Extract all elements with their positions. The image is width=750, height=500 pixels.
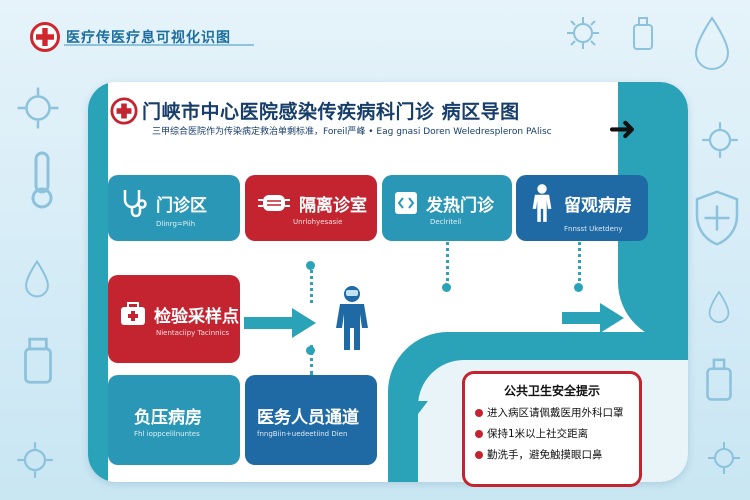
- connector-line: [310, 265, 313, 303]
- teal-border: [88, 82, 108, 482]
- virus-icon: [17, 442, 53, 478]
- zone-staff-passage[interactable]: 医务人员通道 fnngBiin+uedeetiind Dien: [245, 375, 377, 465]
- safety-item: 进入病区请佩戴医用外科口罩: [475, 405, 629, 420]
- code-brackets-icon: [395, 192, 417, 214]
- virus-icon: [17, 87, 59, 129]
- safety-item-text: 进入病区请佩戴医用外科口罩: [487, 407, 624, 419]
- zone-label: 发热门诊: [426, 195, 494, 216]
- zone-fever-clinic[interactable]: 发热门诊 Declriteil: [382, 175, 512, 241]
- safety-title: 公共卫生安全提示: [503, 384, 600, 398]
- virus-icon: [567, 17, 599, 49]
- connector-dot: [306, 346, 315, 355]
- hospital-logo-icon: [110, 97, 138, 125]
- bullet-icon: [475, 429, 483, 438]
- zone-sublabel: Fnnsst Uketdeny: [564, 225, 623, 233]
- connector-line: [578, 242, 581, 287]
- zone-lab-sampling[interactable]: 检验采样点 Nientaciipy Tacinnics: [108, 275, 240, 363]
- zone-sublabel: fnngBiin+uedeetiind Dien: [257, 429, 348, 438]
- arrow-down-icon: [388, 355, 428, 427]
- bullet-icon: [475, 450, 483, 459]
- zone-label: 检验采样点: [154, 306, 239, 327]
- medicine-bottle-icon: [24, 337, 52, 384]
- red-cross-icon: [30, 22, 60, 52]
- zone-sublabel: Nientaciipy Tacinnics: [156, 329, 230, 337]
- zone-outpatient[interactable]: 门诊区 Dlinrg=Piih: [108, 175, 240, 241]
- arrow-right-icon: [562, 303, 624, 333]
- stethoscope-icon: [123, 190, 147, 218]
- safety-item: 勤洗手，避免触摸眼口鼻: [475, 447, 629, 462]
- water-drop-icon: [25, 259, 49, 298]
- connector-dot: [574, 283, 583, 292]
- corner-underline: [64, 44, 254, 46]
- zone-label: 留观病房: [564, 195, 632, 216]
- zone-sublabel: Dlinrg=Piih: [156, 220, 196, 228]
- bullet-icon: [475, 408, 483, 417]
- sanitizer-bottle-icon: [633, 17, 653, 50]
- page-subtitle: 三甲综合医院作为传染病定救治单剩标准，Foreil严峰 • Eag gnasi …: [152, 127, 552, 137]
- zone-sublabel: Fhl ioppcelilnuntes: [134, 429, 200, 438]
- sanitizer-bottle-icon: [706, 358, 732, 401]
- water-drop-icon: [708, 290, 730, 324]
- first-aid-kit-icon: [121, 302, 145, 325]
- page-title: 门峡市中心医院感染传疾病科门诊 病区导图: [142, 101, 520, 123]
- corner-logo: 医疗传医疗息可视化识图: [30, 22, 231, 52]
- zone-label: 门诊区: [156, 195, 207, 216]
- safety-item: 保持1米以上社交距离: [475, 426, 629, 441]
- arrow-right-icon: ➜: [608, 109, 637, 149]
- safety-item-text: 保持1米以上社交距离: [487, 428, 589, 440]
- protective-suit-icon: [532, 184, 552, 222]
- safety-item-text: 勤洗手，避免触摸眼口鼻: [487, 449, 603, 461]
- arrow-right-icon: [244, 308, 316, 338]
- connector-dot: [306, 261, 315, 270]
- zone-label: 负压病房: [134, 407, 202, 428]
- thermometer-icon: [31, 151, 53, 209]
- virus-icon: [702, 122, 738, 158]
- connector-line: [310, 345, 313, 375]
- safety-notice: 公共卫生安全提示 进入病区请佩戴医用外科口罩 保持1米以上社交距离 勤洗手，避免…: [462, 371, 642, 487]
- zone-sublabel: Unrlohyesasie: [293, 217, 343, 226]
- virus-icon: [708, 442, 740, 474]
- zone-observation-ward[interactable]: 留观病房 Fnnsst Uketdeny: [516, 175, 648, 241]
- face-mask-icon: [258, 195, 290, 211]
- protective-suit-icon: [336, 286, 368, 350]
- zone-negative-pressure-ward[interactable]: 负压病房 Fhl ioppcelilnuntes: [108, 375, 240, 465]
- connector-line: [446, 242, 449, 287]
- shield-icon: [695, 190, 739, 246]
- water-drop-icon: [694, 16, 730, 70]
- zone-sublabel: Declriteil: [430, 217, 462, 226]
- zone-label: 医务人员通道: [257, 407, 359, 428]
- zone-isolation-room[interactable]: 隔离诊室 Unrlohyesasie: [245, 175, 377, 241]
- corner-title: 医疗传医疗息可视化识图: [66, 30, 231, 46]
- connector-dot: [442, 283, 451, 292]
- zone-label: 隔离诊室: [299, 195, 367, 216]
